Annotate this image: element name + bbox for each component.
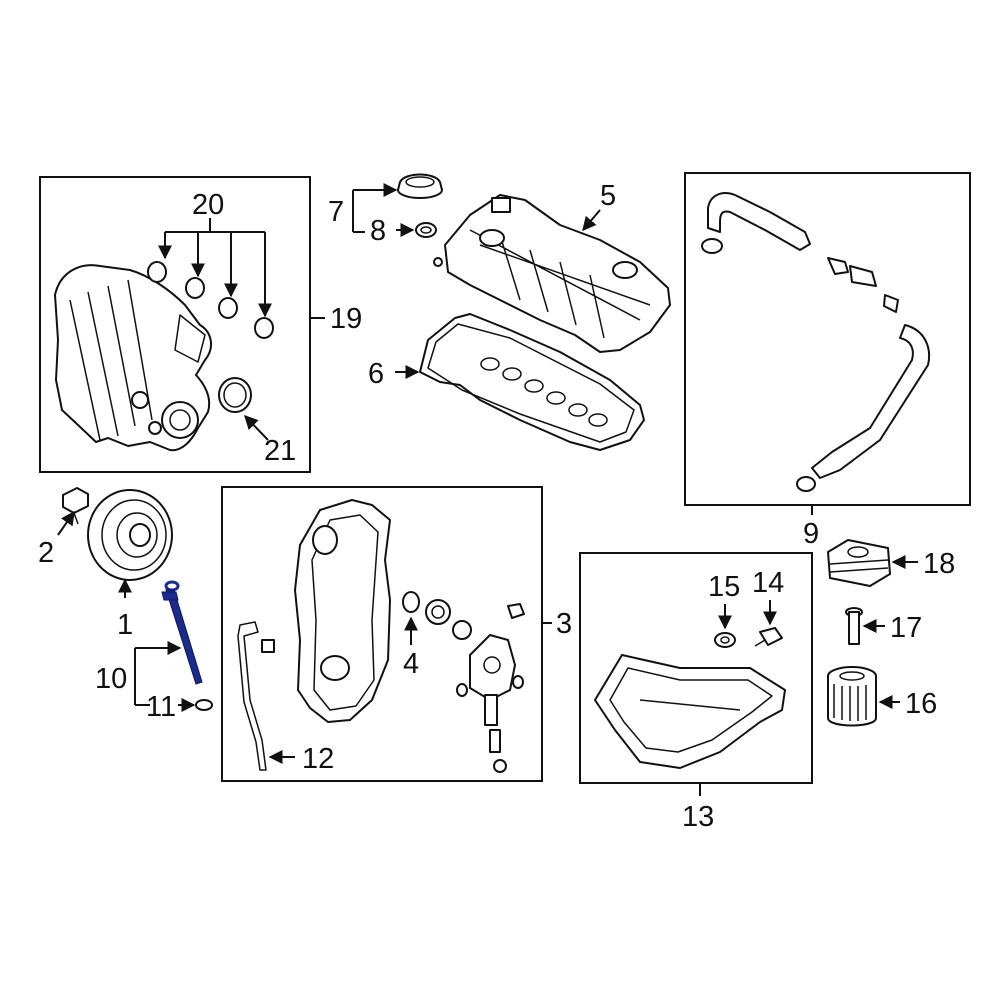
oil-filter-part[interactable] [827, 666, 877, 727]
callout-2-leader [57, 510, 75, 536]
valve-cover-part[interactable] [433, 194, 671, 353]
callout-12: 12 [302, 743, 334, 775]
callout-8: 8 [370, 215, 386, 247]
callout-21-leader [244, 414, 269, 441]
callout-7: 7 [328, 196, 344, 228]
crankshaft-pulley-part[interactable] [87, 489, 173, 581]
oil-filler-cap-part[interactable] [397, 173, 443, 199]
callout-6: 6 [368, 358, 384, 390]
pcv-hose-group-box [684, 172, 971, 506]
oil-cooler-part[interactable] [827, 539, 891, 587]
callout-2: 2 [38, 537, 54, 569]
callout-18: 18 [923, 548, 955, 580]
pulley-bolt-part[interactable] [62, 487, 89, 525]
callout-19: 19 [330, 303, 362, 335]
dipstick-tube-part[interactable] [237, 621, 275, 771]
drain-plug-washer-part[interactable] [714, 632, 736, 648]
oil-pan-part[interactable] [594, 654, 786, 769]
oil-pan-group-box [579, 552, 813, 784]
callout-9: 9 [803, 518, 819, 550]
callout-20-leaders [158, 218, 272, 318]
valve-cover-gasket-part[interactable] [419, 313, 645, 451]
callout-15: 15 [708, 571, 740, 603]
callout-14: 14 [752, 567, 784, 599]
throttle-gasket-part[interactable] [218, 377, 252, 413]
callout-7-leaders [352, 183, 398, 233]
callout-4: 4 [403, 648, 419, 680]
dipstick-oring-part[interactable] [195, 699, 213, 711]
callout-21: 21 [264, 435, 296, 467]
intake-manifold-part[interactable] [54, 264, 212, 452]
oil-cooler-bolt-part[interactable] [845, 607, 863, 645]
callout-5: 5 [600, 180, 616, 212]
timing-cover-part[interactable] [294, 499, 391, 723]
callout-16: 16 [905, 688, 937, 720]
oil-pump-part[interactable] [425, 599, 525, 773]
oil-cap-seal-part[interactable] [415, 222, 437, 238]
callout-11: 11 [146, 691, 176, 723]
callout-10-leaders [134, 641, 182, 706]
callout-1: 1 [117, 609, 133, 641]
intake-manifold-group-box [39, 176, 311, 473]
callout-17: 17 [890, 612, 922, 644]
drain-plug-part[interactable] [754, 627, 783, 647]
callout-13: 13 [682, 801, 714, 833]
intake-gaskets-part[interactable] [147, 261, 274, 339]
callout-5-leader [582, 209, 601, 232]
pcv-hose-part[interactable] [701, 192, 930, 492]
callout-20: 20 [192, 189, 224, 221]
oil-dipstick-part[interactable] [161, 580, 203, 685]
callout-10: 10 [95, 663, 127, 695]
front-seal-part[interactable] [402, 591, 420, 613]
timing-cover-group-box [221, 486, 543, 782]
callout-3: 3 [556, 608, 572, 640]
